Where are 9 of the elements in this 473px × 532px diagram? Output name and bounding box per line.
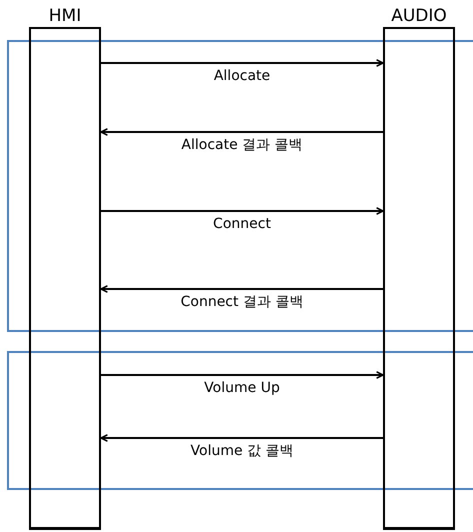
- edge-label: Volume Up: [202, 379, 282, 397]
- message-arrow: [101, 371, 384, 379]
- message-arrow: [100, 128, 383, 136]
- lifeline-label: HMI: [48, 5, 82, 27]
- message-arrow: [100, 285, 383, 293]
- message-arrow: [101, 207, 384, 215]
- message-arrow: [100, 434, 383, 442]
- lifeline-label: AUDIO: [390, 5, 448, 27]
- message-arrow: [101, 59, 384, 67]
